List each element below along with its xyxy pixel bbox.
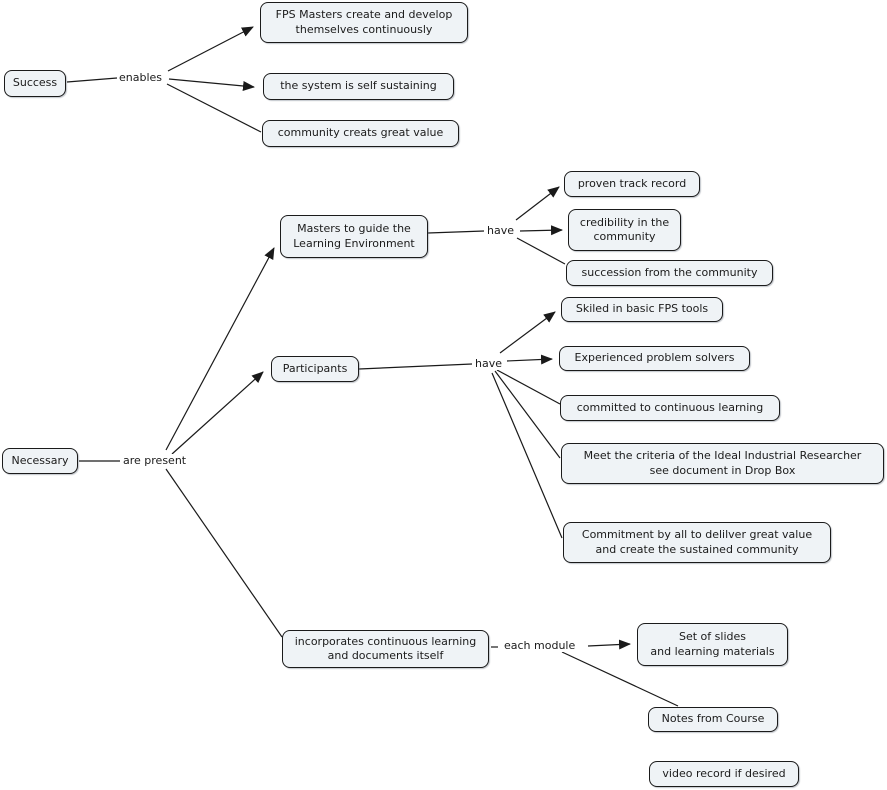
connector-have-experienced [506,354,553,365]
link-label-have-masters[interactable]: have [486,224,515,237]
node-meet-criteria[interactable]: Meet the criteria of the Ideal Industria… [561,443,884,484]
node-skiled[interactable]: Skiled in basic FPS tools [561,297,723,322]
node-succession[interactable]: succession from the community [566,260,773,286]
connector-are-present-masters [165,247,275,451]
connector-participants-have [358,363,473,370]
node-masters-guide[interactable]: Masters to guide the Learning Environmen… [280,215,428,258]
connector-are-present-participants [171,371,264,455]
node-self-sustaining[interactable]: the system is self sustaining [263,73,454,100]
node-fps-masters[interactable]: FPS Masters create and develop themselve… [260,2,468,43]
node-commitment[interactable]: Commitment by all to delilver great valu… [563,522,831,563]
node-necessary[interactable]: Necessary [2,448,78,474]
connector-have-skiled [499,311,556,354]
connector-masters-have [427,230,485,234]
link-label-each-module[interactable]: each module [503,639,577,652]
link-label-are-present[interactable]: are present [122,454,188,467]
connector-have-meet-criteria [494,370,561,459]
connector-are-present-incorporates [165,468,283,638]
node-credibility[interactable]: credibility in the community [568,209,681,251]
connector-have-succession [516,237,566,265]
link-label-have-participants[interactable]: have [474,357,503,370]
connector-enables-fps-masters [167,26,254,72]
connector-have-credibility [519,225,563,236]
node-success[interactable]: Success [4,70,66,97]
node-participants[interactable]: Participants [271,356,359,382]
node-incorporates[interactable]: incorporates continuous learning and doc… [282,630,489,668]
node-video-record[interactable]: video record if desired [649,761,799,787]
connector-each-module-set-slides [587,639,631,650]
connector-have-commitment [491,372,563,539]
node-experienced[interactable]: Experienced problem solvers [559,346,750,371]
node-proven-track[interactable]: proven track record [564,171,700,197]
link-label-enables[interactable]: enables [118,71,164,84]
node-community-value[interactable]: community creats great value [262,120,459,147]
node-notes-course[interactable]: Notes from Course [648,707,778,732]
connector-enables-community-value [166,83,262,133]
connector-enables-self-sustaining [168,78,255,91]
connector-have-proven-track [515,186,560,221]
node-set-slides[interactable]: Set of slides and learning materials [637,623,788,666]
connector-success-enables [66,77,118,83]
node-committed[interactable]: committed to continuous learning [560,395,780,421]
connector-have-committed [496,369,561,405]
